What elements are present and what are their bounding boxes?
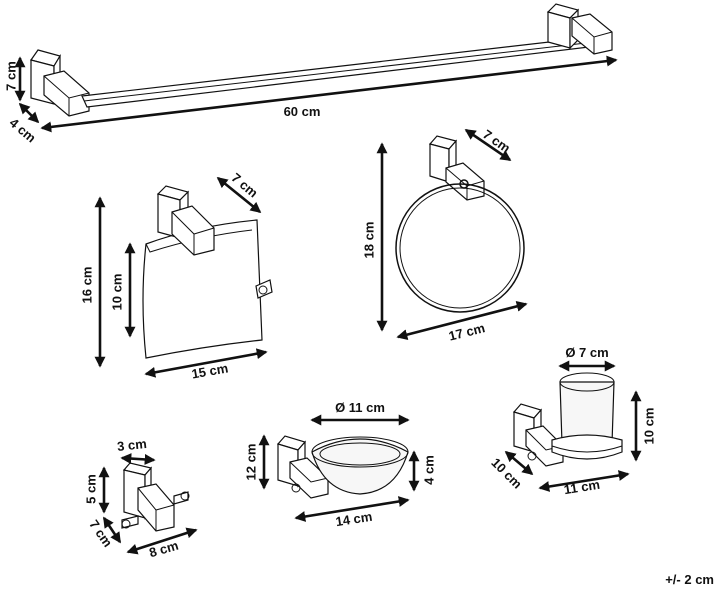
towel-rail: [30, 3, 613, 117]
tumbler-width-line: [538, 470, 630, 492]
towel-ring: [395, 135, 525, 313]
robe-hook-depth-line: [102, 516, 122, 544]
paper-holder-height-label: 16 cm: [79, 267, 94, 304]
robe-hook-depth-label: 7 cm: [86, 517, 115, 550]
towel-ring-dimensions: 7 cm 18 cm 17 cm: [361, 126, 528, 344]
robe-hook-height-label: 5 cm: [83, 474, 98, 504]
tumbler-depth-label: 10 cm: [488, 455, 525, 492]
towel-rail-height-label: 7 cm: [3, 61, 18, 91]
tumbler-width-label: 11 cm: [563, 477, 601, 497]
robe-hook-width-label: 3 cm: [116, 436, 147, 454]
paper-holder-cover-height-label: 10 cm: [109, 274, 124, 311]
paper-holder-width-line: [144, 348, 268, 378]
tumbler-height-label: 10 cm: [641, 408, 656, 445]
soap-dish-width-line: [294, 496, 410, 522]
tumbler-holder: [512, 372, 623, 467]
soap-dish-depth-label: 4 cm: [421, 455, 436, 485]
towel-rail-length-label: 60 cm: [284, 104, 321, 119]
robe-hook-width-line: [120, 453, 156, 465]
soap-dish-height-label: 12 cm: [243, 444, 258, 481]
towel-rail-depth-line: [18, 102, 40, 124]
towel-ring-width-line: [396, 301, 528, 340]
robe-hook-length-label: 8 cm: [147, 538, 180, 561]
paper-holder-depth-label: 7 cm: [229, 170, 261, 201]
robe-hook-length-line: [126, 527, 198, 555]
toilet-paper-holder: [142, 185, 273, 359]
robe-hook: [121, 462, 190, 532]
towel-rail-length-line: [40, 55, 618, 133]
tumbler-diameter-label: Ø 7 cm: [565, 345, 608, 360]
towel-ring-depth-line: [464, 128, 512, 162]
soap-dish-diameter-label: Ø 11 cm: [335, 400, 385, 415]
robe-hook-dimensions: 3 cm 5 cm 7 cm 8 cm: [83, 436, 198, 561]
towel-ring-height-label: 18 cm: [361, 222, 376, 259]
soap-dish-dimensions: Ø 11 cm 12 cm 4 cm 14 cm: [243, 400, 436, 529]
tolerance-note: +/- 2 cm: [665, 572, 714, 587]
soap-dish-width-label: 14 cm: [334, 509, 373, 530]
tumbler-depth-line: [504, 450, 534, 476]
soap-dish: [276, 435, 409, 499]
paper-holder-width-label: 15 cm: [190, 360, 229, 381]
paper-holder-depth-line: [216, 176, 262, 214]
